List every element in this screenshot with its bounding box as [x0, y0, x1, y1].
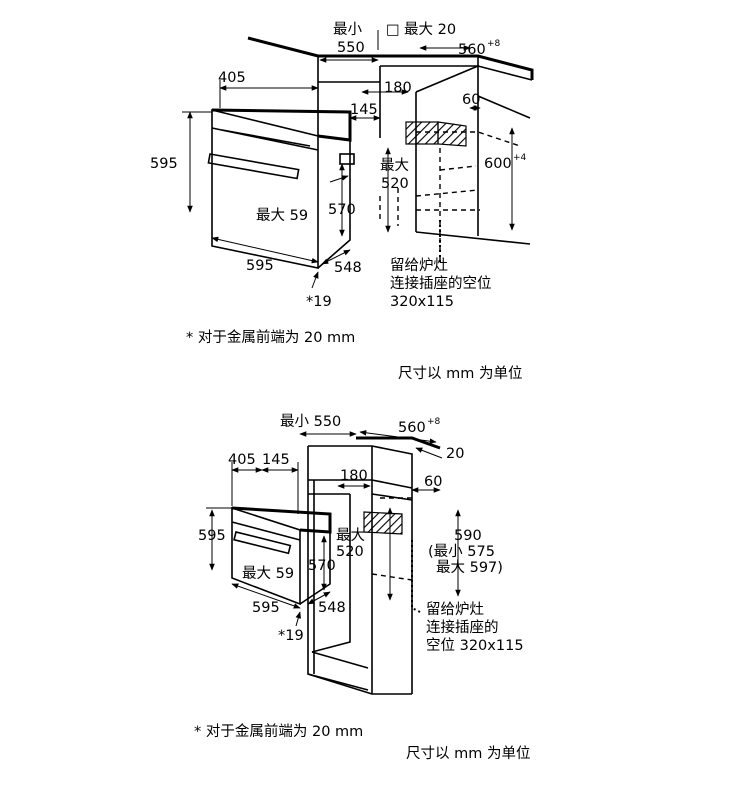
bottom-socket-line2: 连接插座的 [426, 619, 499, 636]
top-560-sup: +8 [487, 39, 501, 49]
bottom-595-h: 595 [198, 528, 226, 544]
bottom-548: 548 [318, 600, 346, 616]
bottom-max59: 最大 59 [242, 565, 294, 582]
top-595-h: 595 [150, 156, 178, 172]
top-max20: 最大 20 [404, 21, 456, 38]
top-socket-line3: 320x115 [390, 294, 454, 310]
top-socket-line2: 连接插座的空位 [390, 275, 492, 292]
bottom-405: 405 [228, 452, 256, 468]
bottom-units: 尺寸以 mm 为单位 [406, 745, 530, 762]
top-footnote: * 对于金属前端为 20 mm [186, 329, 355, 346]
bottom-socket-line1: 留给炉灶 [426, 601, 484, 618]
top-min-label: 最小 [333, 21, 362, 38]
cabinet-niche-top [317, 64, 531, 260]
bottom-max520-a: 最大 [336, 527, 365, 544]
top-405: 405 [218, 70, 246, 86]
top-548: 548 [334, 260, 362, 276]
bottom-560: 560 [398, 420, 426, 436]
top-600-sup: +4 [513, 153, 527, 163]
top-570: 570 [328, 202, 356, 218]
bottom-dimensions [206, 430, 461, 627]
bottom-590-min: (最小 575 [428, 543, 495, 560]
top-60: 60 [462, 92, 480, 108]
top-560: 560 [458, 42, 486, 58]
bottom-min550: 最小 550 [280, 413, 341, 430]
top-star19: *19 [306, 294, 332, 310]
top-dimensions [182, 30, 515, 289]
top-595-w: 595 [246, 258, 274, 274]
vent-hatch-top [405, 121, 439, 145]
bottom-socket-line3: 空位 320x115 [426, 637, 524, 654]
top-min-550: 550 [337, 40, 365, 56]
bottom-footnote: * 对于金属前端为 20 mm [194, 723, 363, 740]
bottom-diagram: 最小 550 560 +8 20 405 145 180 60 595 最大 5… [194, 413, 530, 762]
top-socket-line1: 留给炉灶 [390, 257, 448, 274]
oven-top [207, 108, 355, 269]
oven-mount-top [339, 153, 355, 165]
bottom-max520-b: 520 [336, 544, 364, 560]
bottom-60: 60 [424, 474, 442, 490]
oven-handle-top [207, 153, 300, 180]
top-max520-b: 520 [381, 176, 409, 192]
oven-handle-bottom [233, 531, 292, 555]
bottom-590: 590 [454, 528, 482, 544]
top-600: 600 [484, 156, 512, 172]
top-units: 尺寸以 mm 为单位 [398, 365, 522, 382]
top-max20-box: □ [386, 22, 400, 38]
top-145: 145 [350, 102, 378, 118]
bottom-star19: *19 [278, 628, 304, 644]
top-180: 180 [384, 80, 412, 96]
bottom-180: 180 [340, 468, 368, 484]
bottom-20: 20 [446, 446, 464, 462]
top-max520-a: 最大 [380, 157, 409, 174]
vent-hatch-bottom [363, 511, 403, 535]
top-diagram: 最小 550 □ 最大 20 560 +8 405 180 60 145 595… [150, 21, 534, 382]
top-max59: 最大 59 [256, 207, 308, 224]
bottom-145: 145 [262, 452, 290, 468]
bottom-590-max: 最大 597) [436, 559, 503, 576]
bottom-595-w: 595 [252, 600, 280, 616]
bottom-570: 570 [308, 558, 336, 574]
bottom-560-sup: +8 [427, 417, 441, 427]
